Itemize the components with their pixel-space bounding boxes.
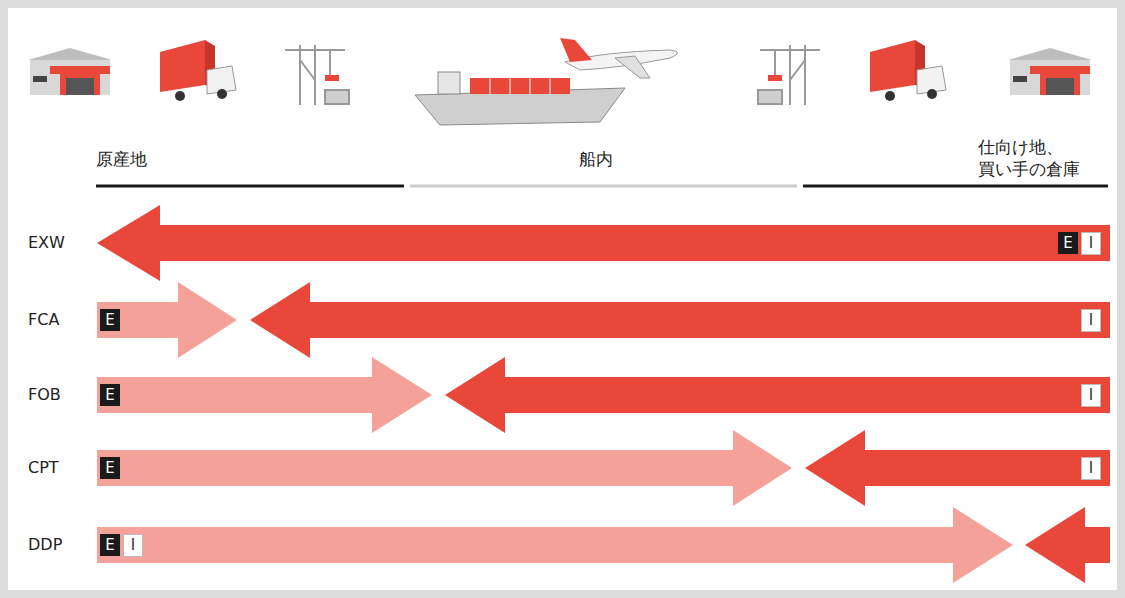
importer-badge: I — [123, 534, 143, 557]
truck-icon — [870, 40, 946, 101]
destination-label: 仕向け地、 買い手の倉庫 — [978, 136, 1090, 180]
badge-letter: E — [105, 388, 114, 403]
responsibility-arrows — [97, 205, 1110, 583]
section-label: 船内 — [579, 148, 613, 170]
badge-letter: E — [105, 313, 114, 328]
exporter-badge: E — [1058, 232, 1078, 254]
warehouse-icon — [28, 48, 112, 95]
badge-letter: I — [1089, 236, 1093, 251]
badge-letter: I — [1089, 313, 1093, 328]
incoterm-code: FOB — [28, 385, 61, 406]
crane-icon — [758, 45, 820, 105]
badge-letter: I — [131, 538, 135, 553]
badge-letter: E — [105, 538, 114, 553]
importer-badge: I — [1081, 384, 1101, 407]
exporter-badge: E — [100, 534, 120, 556]
airplane-icon — [560, 38, 678, 78]
importer-badge: I — [1081, 309, 1101, 332]
incoterm-code: CPT — [28, 458, 59, 479]
incoterm-code: EXW — [28, 233, 65, 254]
origin-label: 原産地 — [96, 148, 147, 170]
exporter-badge: E — [100, 309, 120, 331]
exporter-badge: E — [100, 457, 120, 479]
truck-icon — [160, 40, 236, 101]
incoterm-code: FCA — [28, 310, 59, 331]
exporter-badge: E — [100, 384, 120, 406]
section-rule — [96, 186, 1108, 187]
crane-icon — [285, 45, 349, 105]
badge-letter: I — [1089, 388, 1093, 403]
ship-icon — [415, 72, 625, 125]
badge-letter: I — [1089, 461, 1093, 476]
badge-letter: E — [1063, 236, 1072, 251]
importer-badge: I — [1081, 457, 1101, 480]
badge-letter: E — [105, 461, 114, 476]
importer-badge: I — [1081, 232, 1101, 255]
warehouse-icon — [1008, 48, 1092, 95]
incoterm-code: DDP — [28, 535, 62, 556]
